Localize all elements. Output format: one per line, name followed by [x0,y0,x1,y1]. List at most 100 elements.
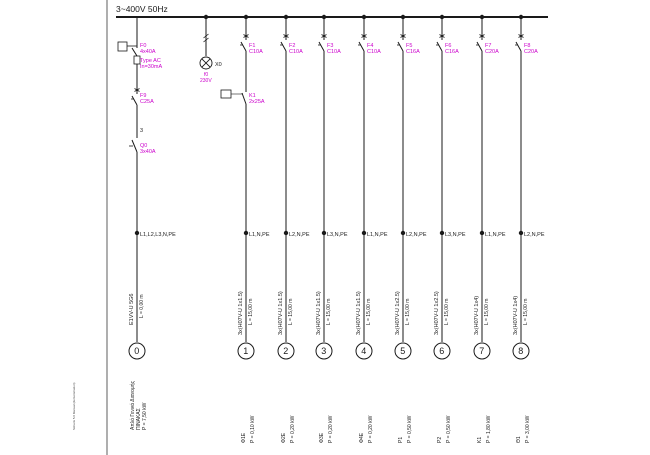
circuit-cable: 3x(H07V-U 1x1.5) [316,291,322,335]
breaker-blade [358,41,365,52]
circuit-power: P = 0,20 kW [368,415,374,443]
rcd-sensitivity: In=30mA [140,64,162,70]
circuit-cable: 3x(H07V-U 1x1.5) [278,291,284,335]
incoming-number-circle-number: 0 [134,346,139,356]
breaker-blade [240,41,247,52]
circuit-power: P = 0,20 kW [290,415,296,443]
incoming-length: L = 0,00 m [139,294,145,318]
circuit-power: P = 0,50 kW [446,415,452,443]
circuit-breaker-rating: C20A [524,49,538,55]
breaker-x-mark-b [518,34,524,38]
circuit-breaker [358,34,367,54]
lamp-fuse-mark-b [203,37,209,43]
breaker-blade [280,41,287,52]
switch-blade [131,139,138,153]
circuit-number-circle [394,342,412,360]
circuit-power: P = 0,50 kW [407,415,413,443]
circuit-number-circle-number: 7 [479,346,484,356]
circuit-breaker-name: F6 [445,43,451,49]
circuit-phases: L2,N,PE [289,232,310,238]
incoming-breaker-rating: C25A [140,99,154,105]
switch-name: Q0 [140,143,147,149]
circuit-breaker-rating: C10A [249,49,263,55]
breaker-blade [436,41,443,52]
circuit-number-circle-number: 3 [321,346,326,356]
circuit-breaker-rating: C16A [445,49,459,55]
incoming-number-circle [128,342,146,360]
incoming-load-desc2: ΠΙΝΑΚΑΣ [136,408,142,430]
circuit-number-circle [355,342,373,360]
rcd-type: Type AC [140,58,161,64]
breaker-x-mark-b [243,34,249,38]
circuit-power: P = 0,20 kW [328,415,334,443]
circuit-number-circle-number: 1 [243,346,248,356]
circuit-breaker [436,34,445,54]
circuit-breaker-name: F8 [524,43,530,49]
incoming-phases: L1,L2,L3,N,PE [140,232,176,238]
circuit-breaker [397,34,406,54]
switch-pole-count: 3 [140,128,143,134]
circuit-label: Φ3Ε [319,432,325,443]
circuit-cable: 3x(H07V-U 1x2.5) [395,291,401,335]
circuit-breaker-name: F1 [249,43,255,49]
switch-rating: 3x40A [140,149,156,155]
circuit-cable: 3x(H07V-U 1x1.5) [356,291,362,335]
circuit-number-circle-number: 8 [518,346,523,356]
circuit-cable: 3x(H07V-U 1x4) [474,296,480,335]
circuit-number-circle [237,342,255,360]
circuit-breaker-rating: C20A [485,49,499,55]
breaker-x-mark-b [283,34,289,38]
circuit-phases: L1,N,PE [367,232,388,238]
incoming-load-desc: Απλό Γενικό Διανομής [129,380,136,430]
circuit-label: Φ1Ε [241,432,247,443]
circuit-phases: L1,N,PE [249,232,270,238]
breaker-x-mark-b [439,34,445,38]
breaker-x-mark-b [400,34,406,38]
circuit-breaker-rating: C16A [406,49,420,55]
breaker-x-mark-b [321,34,327,38]
supply-label: 3~400V 50Hz [116,4,168,14]
breaker-x-mark-b [361,34,367,38]
circuit-breaker [515,34,524,54]
rcd-rating: 4x40A [140,49,156,55]
circuit-length: L = 15,00 m [288,299,294,325]
breaker-x-mark-b [134,88,140,92]
breaker-blade [131,95,138,106]
circuit-phases: L3,N,PE [445,232,466,238]
circuit-power: P = 1,80 kW [486,415,492,443]
circuit-number-circle-number: 4 [361,346,366,356]
circuit-number-circle [315,342,333,360]
circuit-breaker-name: F5 [406,43,412,49]
circuit-label: Ρ1 [398,437,404,443]
circuit-breaker-name: F4 [367,43,373,49]
circuit-cable: 3x(H07V-U 1x2.5) [434,291,440,335]
circuit-label: Φ4Ε [359,432,365,443]
circuit-breaker-name: F7 [485,43,491,49]
breaker-blade [515,41,522,52]
circuit-phases: L2,N,PE [524,232,545,238]
circuit-breaker-rating: C10A [367,49,381,55]
breaker-blade [476,41,483,52]
circuit-number-circle [512,342,530,360]
circuit-breaker [240,34,249,54]
incoming-breaker-name: F9 [140,93,146,99]
breaker-x-mark-b [479,34,485,38]
circuit-length: L = 15,00 m [484,299,490,325]
circuit-number-circle-number: 5 [400,346,405,356]
circuit-breaker [476,34,485,54]
circuit-length: L = 15,00 m [444,299,450,325]
side-note: Simaris 5.0 Manual (demonstration) [72,382,76,430]
circuit-power: P = 0,10 kW [250,415,256,443]
circuit-phases: L1,N,PE [485,232,506,238]
lamp-fuse-mark-a [203,33,209,39]
incoming-breaker [131,88,140,108]
circuit-breaker [318,34,327,54]
